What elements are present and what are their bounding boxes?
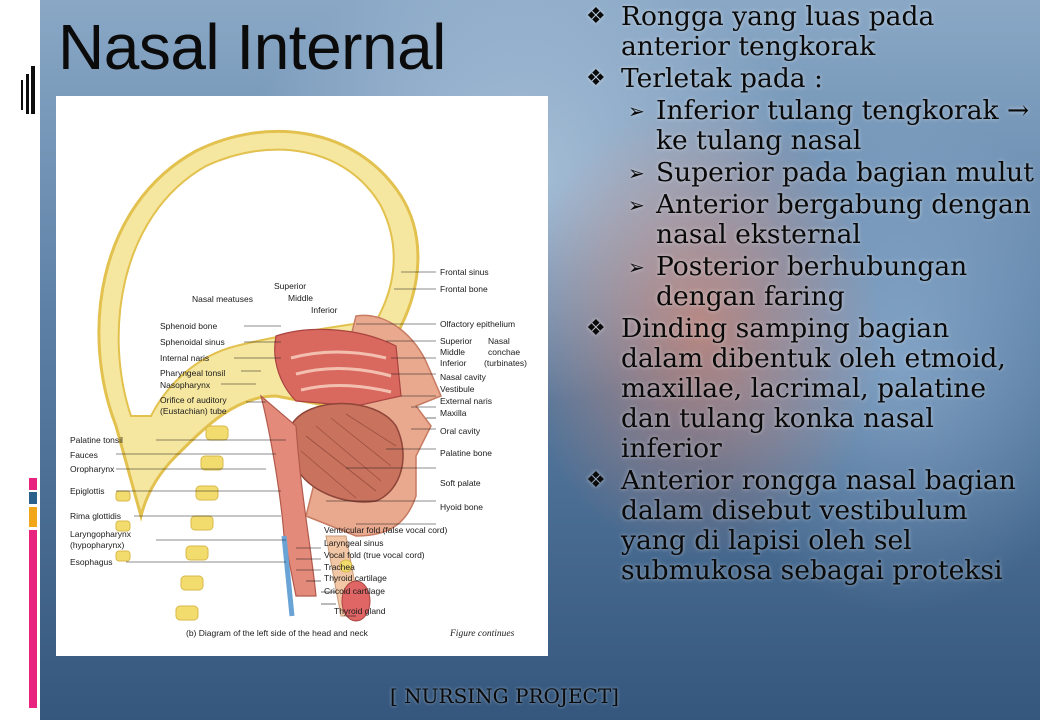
bullet-item: ❖ Rongga yang luas pada anterior tengkor… (586, 2, 1036, 62)
bullet-item: ❖ Dinding samping bagian dalam dibentuk … (586, 314, 1036, 464)
sub-bullet-text: Inferior tulang tengkorak → ke tulang na… (656, 95, 1030, 156)
label-maxilla: Maxilla (440, 408, 467, 418)
label-trachea: Trachea (324, 562, 355, 572)
sub-bullet-text: Superior pada bagian mulut (656, 157, 1034, 188)
label-conchae: conchae (488, 347, 520, 357)
label-fauces: Fauces (70, 450, 98, 460)
label-internal-naris: Internal naris (160, 353, 209, 363)
label-soft-palate: Soft palate (440, 478, 481, 488)
label-nasal-cavity: Nasal cavity (440, 372, 487, 382)
sub-bullet-item: ➢ Posterior berhubungan dengan faring (586, 252, 1036, 312)
arrow-bullet-icon: ➢ (628, 161, 645, 185)
label-nasopharynx: Nasopharynx (160, 380, 211, 390)
label-oral-cavity: Oral cavity (440, 426, 481, 436)
label-thyroid-gland: Thyroid gland (334, 606, 386, 616)
sub-bullet-item: ➢ Inferior tulang tengkorak → ke tulang … (586, 96, 1036, 156)
label-palatine-tonsil: Palatine tonsil (70, 435, 123, 445)
accent-block-blue (29, 492, 37, 504)
arrow-bullet-icon: ➢ (628, 99, 645, 123)
diamond-bullet-icon: ❖ (586, 4, 606, 29)
bullet-text: Anterior rongga nasal bagian dalam diseb… (621, 465, 1016, 586)
label-olfactory-epithelium: Olfactory epithelium (440, 319, 515, 329)
decor-bar (31, 66, 35, 114)
left-margin-strip (0, 0, 40, 720)
label-orifice-auditory: Orifice of auditory (160, 395, 227, 405)
label-ventricular-fold: Ventricular fold (false vocal cord) (324, 525, 447, 535)
slide-footer: [ NURSING PROJECT] (390, 684, 619, 708)
accent-block-orange (29, 507, 37, 527)
label-laryngopharynx: Laryngopharynx (70, 529, 132, 539)
label-inferior-concha: Inferior (440, 358, 467, 368)
label-superior-concha: Superior (440, 336, 472, 346)
sub-bullet-text: Posterior berhubungan dengan faring (656, 251, 968, 312)
label-sphenoid-bone: Sphenoid bone (160, 321, 217, 331)
label-external-naris: External naris (440, 396, 492, 406)
label-vestibule: Vestibule (440, 384, 475, 394)
sub-bullet-item: ➢ Anterior bergabung dengan nasal ekster… (586, 190, 1036, 250)
cranial-cavity (117, 148, 395, 417)
label-epiglottis: Epiglottis (70, 486, 105, 496)
vertebrae (115, 425, 229, 621)
bullet-text: Rongga yang luas pada anterior tengkorak (621, 1, 935, 62)
decor-bar (26, 74, 29, 114)
head-neck-diagram: Frontal sinus Frontal bone Olfactory epi… (70, 129, 527, 639)
diamond-bullet-icon: ❖ (586, 468, 606, 493)
sub-bullet-text: Anterior bergabung dengan nasal eksterna… (656, 189, 1031, 250)
diamond-bullet-icon: ❖ (586, 66, 606, 91)
label-esophagus: Esophagus (70, 557, 113, 567)
label-laryngeal-sinus: Laryngeal sinus (324, 538, 384, 548)
label-palatine-bone: Palatine bone (440, 448, 492, 458)
label-nasal-meatuses: Nasal meatuses (192, 294, 253, 304)
label-frontal-sinus: Frontal sinus (440, 267, 489, 277)
diamond-bullet-icon: ❖ (586, 316, 606, 341)
label-meatus-middle: Middle (288, 293, 313, 303)
label-meatus-superior: Superior (274, 281, 306, 291)
pharynx (259, 394, 317, 597)
label-hypopharynx: (hypopharynx) (70, 540, 125, 550)
label-nasal: Nasal (488, 336, 510, 346)
sub-bullet-item: ➢ Superior pada bagian mulut (586, 158, 1036, 188)
decor-bar (21, 80, 23, 110)
thyroid-gland (341, 580, 371, 622)
label-turbinates: (turbinates) (484, 358, 527, 368)
bullet-list: ❖ Rongga yang luas pada anterior tengkor… (586, 2, 1036, 588)
label-cricoid-cartilage: Cricoid cartilage (324, 586, 385, 596)
label-rima-glottidis: Rima glottidis (70, 511, 121, 521)
anatomy-figure: Frontal sinus Frontal bone Olfactory epi… (56, 96, 548, 656)
label-meatus-inferior: Inferior (311, 305, 338, 315)
label-hyoid-bone: Hyoid bone (440, 502, 483, 512)
figure-caption: (b) Diagram of the left side of the head… (186, 628, 369, 638)
bullet-text: Terletak pada : (621, 63, 823, 94)
bullet-item: ❖ Anterior rongga nasal bagian dalam dis… (586, 466, 1036, 586)
figure-continues: Figure continues (449, 629, 515, 639)
label-middle-concha: Middle (440, 347, 465, 357)
slide-title: Nasal Internal (58, 11, 446, 83)
bullet-item: ❖ Terletak pada : (586, 64, 1036, 94)
label-frontal-bone: Frontal bone (440, 284, 488, 294)
bullet-text: Dinding samping bagian dalam dibentuk ol… (621, 313, 1006, 464)
label-oropharynx: Oropharynx (70, 464, 115, 474)
label-eustachian-tube: (Eustachian) tube (160, 406, 227, 416)
label-thyroid-cartilage: Thyroid cartilage (324, 573, 387, 583)
accent-block-pink (29, 478, 37, 490)
accent-bar-pink (29, 530, 37, 708)
arrow-bullet-icon: ➢ (628, 193, 645, 217)
arrow-bullet-icon: ➢ (628, 255, 645, 279)
label-pharyngeal-tonsil: Pharyngeal tonsil (160, 368, 225, 378)
label-sphenoidal-sinus: Sphenoidal sinus (160, 337, 225, 347)
label-vocal-fold: Vocal fold (true vocal cord) (324, 550, 425, 560)
